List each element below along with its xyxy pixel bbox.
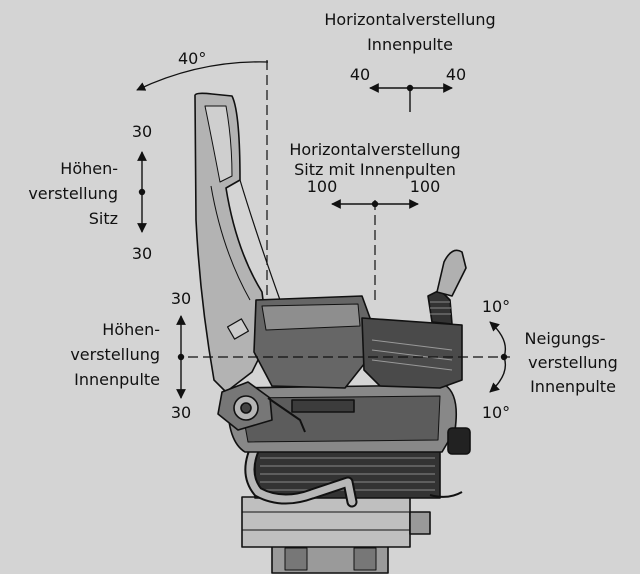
height-consoles-arrow bbox=[176, 315, 186, 399]
height-consoles-label-line3: Innenpulte bbox=[74, 370, 160, 389]
horizontal-seat-title-line1: Horizontalverstellung bbox=[289, 140, 460, 159]
back-tilt-arc bbox=[136, 61, 269, 91]
console-right bbox=[361, 317, 463, 389]
adjust-knob bbox=[447, 427, 471, 455]
horizontal-consoles-arrow bbox=[369, 83, 453, 112]
joystick-base bbox=[427, 289, 453, 325]
horizontal-seat-title-line2: Sitz mit Innenpulten bbox=[294, 160, 456, 179]
horizontal-seat-right-value: 100 bbox=[410, 177, 441, 196]
horizontal-seat-left-value: 100 bbox=[307, 177, 338, 196]
horizontal-consoles-right-value: 40 bbox=[446, 65, 466, 84]
height-consoles-top-value: 30 bbox=[171, 289, 191, 308]
height-seat-label-line1: Höhen- bbox=[60, 159, 118, 178]
seat-backrest bbox=[194, 92, 269, 393]
height-seat-bottom-value: 30 bbox=[132, 244, 152, 263]
tilt-consoles-bottom-value: 10° bbox=[482, 403, 510, 422]
tilt-consoles-label-line3: Innenpulte bbox=[530, 377, 616, 396]
height-consoles-label-line1: Höhen- bbox=[102, 320, 160, 339]
tilt-consoles-arc bbox=[489, 321, 508, 393]
tilt-consoles-label-line1: Neigungs- bbox=[525, 329, 606, 348]
height-consoles-label-line2: verstellung bbox=[70, 345, 160, 364]
joystick-handle bbox=[436, 249, 467, 297]
height-seat-top-value: 30 bbox=[132, 122, 152, 141]
horizontal-consoles-title-line2: Innenpulte bbox=[367, 35, 453, 54]
horizontal-consoles-title-line1: Horizontalverstellung bbox=[324, 10, 495, 29]
seat-base-box bbox=[241, 496, 411, 548]
horizontal-consoles-left-value: 40 bbox=[350, 65, 370, 84]
back-tilt-angle-label: 40° bbox=[178, 49, 206, 68]
horizontal-seat-arrow bbox=[331, 199, 419, 209]
height-consoles-bottom-value: 30 bbox=[171, 403, 191, 422]
height-seat-arrow bbox=[137, 151, 147, 233]
reference-lines bbox=[188, 60, 510, 358]
height-seat-label-line3: Sitz bbox=[89, 209, 118, 228]
seat-illustration bbox=[194, 92, 471, 574]
tilt-consoles-label-line2: verstellung bbox=[528, 353, 618, 372]
height-seat-label-line2: verstellung bbox=[28, 184, 118, 203]
tilt-consoles-top-value: 10° bbox=[482, 297, 510, 316]
